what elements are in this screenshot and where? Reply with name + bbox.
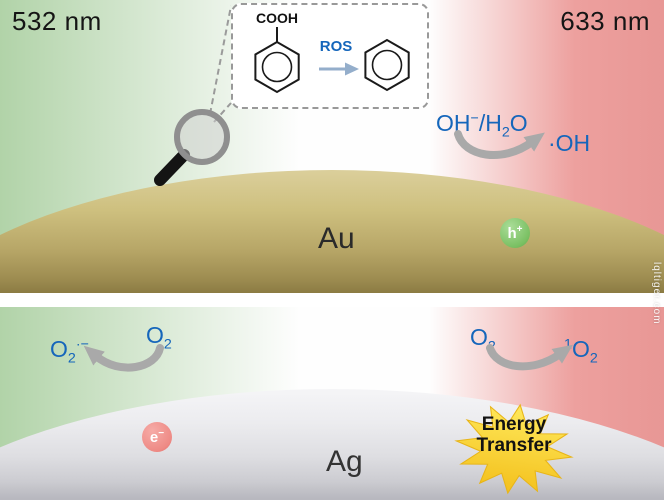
reaction-inset-box: COOH ROS [231,3,429,109]
o-text: O [470,324,488,350]
electron-carrier-badge: e− [142,422,172,452]
o-text: O [50,336,68,362]
au-label: Au [318,222,355,255]
hole-carrier-badge: h+ [500,218,530,248]
curved-arrow-oh-icon [454,130,545,160]
oh-text: OH [436,110,471,136]
o-text: O [509,110,528,136]
ag-panel: Ag e− [0,307,664,500]
hole-charge: + [516,224,523,235]
watermark: lqltiger.com [651,262,662,325]
wavelength-633-label: 633 nm [560,6,650,36]
h2-sub: 2 [501,124,510,141]
two-sub: 2 [163,336,172,353]
one-sup: 1 [564,336,572,353]
o-text: O [146,322,164,348]
hydroxide-water-label: OH−/H2O [436,110,528,141]
oh-minus: − [470,110,479,127]
ag-label: Ag [326,445,363,478]
callout-dash-line-top [209,5,232,115]
superoxide-label: O2·− [50,336,89,367]
hydroxyl-radical-label: ·OH [548,130,591,156]
oxygen-label-left: O2 [146,322,172,353]
magnifying-glass-callout [154,5,232,186]
curved-arrow-superoxide-icon [83,344,164,372]
two-sub: 2 [67,350,76,367]
magnifying-glass-icon [154,109,230,186]
reaction-arrow-icon [319,62,359,76]
hole-symbol: h [507,224,517,242]
electron-symbol: e [149,428,159,446]
o-text: O [571,336,590,362]
slash-h: /H [478,110,502,136]
ros-arrow-label: ROS [320,38,353,55]
benzene-ring-icon [364,38,410,92]
wavelength-532-label: 532 nm [12,6,102,36]
energy-transfer-starburst-icon [454,403,574,495]
decarboxylation-reaction-scheme: COOH ROS [254,10,410,94]
curved-arrow-singlet-icon [486,344,574,371]
energy-transfer-label: Energy Transfer [476,414,552,457]
cooh-group-label: COOH [256,10,298,26]
electron-charge: − [158,428,165,439]
singlet-oxygen-label: 1O2 [564,336,598,367]
benzoic-acid-ring-icon [254,40,300,94]
two-sub: 2 [589,350,598,367]
